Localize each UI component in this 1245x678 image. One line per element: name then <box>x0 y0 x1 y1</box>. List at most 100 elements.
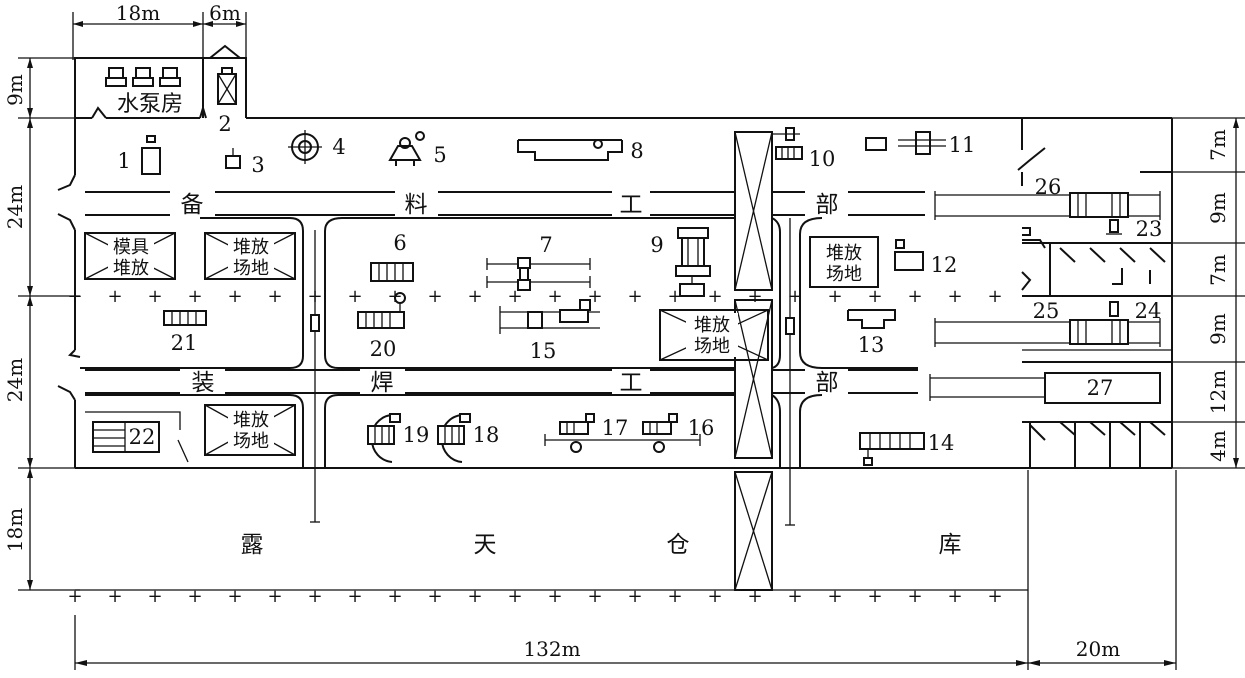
equipment-label-25: 25 <box>1033 299 1060 323</box>
equipment-label-15: 15 <box>530 339 557 363</box>
dim-18m-left: 18m <box>3 508 27 552</box>
grid-plus-mark: + <box>227 286 242 307</box>
grid-plus-mark: + <box>947 286 962 307</box>
equipment-label-3: 3 <box>251 153 264 177</box>
equipment-label-19: 19 <box>403 423 430 447</box>
equipment-label-7: 7 <box>539 233 552 257</box>
grid-plus-mark: + <box>987 286 1002 307</box>
equipment-label-4: 4 <box>332 135 345 159</box>
yard-char-3: 仓 <box>667 532 690 558</box>
dim-20m-bottom: 20m <box>1076 637 1120 661</box>
dim-18m-top: 18m <box>116 1 160 25</box>
grid-plus-mark: + <box>347 286 362 307</box>
prep-char-4: 部 <box>816 192 839 218</box>
grid-plus-mark: + <box>507 586 522 607</box>
equipment-10-icon <box>772 127 803 160</box>
grid-plus-mark: + <box>427 586 442 607</box>
dimension-arrows <box>27 21 1239 666</box>
dim-24m-left-b: 24m <box>3 358 27 402</box>
grid-plus-mark: + <box>107 586 122 607</box>
grid-plus-mark: + <box>867 286 882 307</box>
stack-area-1: 堆放 场地 <box>204 232 296 280</box>
stack-area-4-label-1: 堆放 <box>233 410 269 431</box>
dim-9m-left: 9m <box>3 74 27 106</box>
prep-char-1: 备 <box>181 192 204 218</box>
grid-plus-mark: + <box>907 586 922 607</box>
dim-12m-right: 12m <box>1206 370 1230 414</box>
transformer-icon <box>217 67 237 105</box>
equipment-21-icon <box>163 310 207 326</box>
stack-area-3-label-1: 堆放 <box>694 315 730 336</box>
dim-7m-right-b: 7m <box>1206 254 1230 286</box>
grid-plus-mark: + <box>947 586 962 607</box>
grid-plus-mark: + <box>627 586 642 607</box>
grid-plus-mark: + <box>507 286 522 307</box>
equipment-8-icon <box>517 139 623 161</box>
dim-4m-right: 4m <box>1206 430 1230 462</box>
grid-plus-mark: + <box>627 286 642 307</box>
stack-area-2-label-2: 场地 <box>826 264 862 285</box>
equipment-label-8: 8 <box>630 139 643 163</box>
grid-plus-mark: + <box>747 586 762 607</box>
grid-plus-mark: + <box>827 586 842 607</box>
stack-area-3-label-2: 场地 <box>694 336 730 357</box>
yard-char-2: 天 <box>474 532 497 558</box>
equipment-label-2: 2 <box>218 112 231 136</box>
grid-plus-mark: + <box>347 586 362 607</box>
grid-plus-mark: + <box>227 586 242 607</box>
mold-storage-label-2: 堆放 <box>113 258 149 279</box>
equipment-1-icon <box>141 135 161 175</box>
prep-char-2: 料 <box>405 192 428 218</box>
equipment-label-23: 23 <box>1136 217 1163 241</box>
dim-132m-bottom: 132m <box>523 637 580 661</box>
grid-plus-mark: + <box>587 286 602 307</box>
equipment-label-12: 12 <box>931 253 958 277</box>
equipment-label-24: 24 <box>1135 299 1162 323</box>
dim-7m-right-a: 7m <box>1206 129 1230 161</box>
grid-plus-mark: + <box>147 586 162 607</box>
equipment-22-icon <box>85 411 189 463</box>
stack-area-2: 堆放 场地 <box>809 236 879 288</box>
equipment-label-27: 27 <box>1087 376 1114 400</box>
dim-24m-left-a: 24m <box>3 185 27 229</box>
mold-storage-area: 模具 堆放 <box>84 232 176 280</box>
grid-plus-mark: + <box>67 286 82 307</box>
equipment-label-20: 20 <box>370 337 397 361</box>
transfer-cart-track <box>734 131 773 591</box>
equipment-13-icon <box>847 309 896 329</box>
equipment-label-21: 21 <box>171 331 198 355</box>
stack-area-2-label-1: 堆放 <box>826 243 862 264</box>
grid-plus-mark: + <box>187 586 202 607</box>
equipment-15-icon <box>499 299 600 334</box>
grid-plus-mark: + <box>747 286 762 307</box>
equipment-20-icon <box>357 292 406 329</box>
grid-plus-mark: + <box>427 286 442 307</box>
stack-area-1-label-2: 场地 <box>233 258 269 279</box>
grid-plus-mark: + <box>107 286 122 307</box>
grid-plus-mark: + <box>587 586 602 607</box>
stack-area-4-label-2: 场地 <box>233 431 269 452</box>
equipment-12-icon <box>894 239 924 271</box>
dim-9m-right-b: 9m <box>1206 313 1230 345</box>
equipment-label-26: 26 <box>1035 175 1062 199</box>
grid-plus-mark: + <box>827 286 842 307</box>
grid-plus-mark: + <box>907 286 922 307</box>
asm-char-4: 部 <box>816 370 839 396</box>
equipment-label-1: 1 <box>117 149 130 173</box>
equipment-label-13: 13 <box>858 333 885 357</box>
equipment-9-icon <box>675 227 711 297</box>
stack-area-4: 堆放 场地 <box>204 404 296 456</box>
grid-plus-mark: + <box>787 586 802 607</box>
stack-area-1-label-1: 堆放 <box>233 237 269 258</box>
equipment-label-17: 17 <box>602 416 629 440</box>
equipment-label-18: 18 <box>473 423 500 447</box>
grid-plus-mark: + <box>547 286 562 307</box>
column-grid-marks-row2: ++++++++++++++++++++++++ <box>67 586 1002 607</box>
dim-6m-top: 6m <box>209 1 241 25</box>
yard-char-1: 露 <box>241 532 264 558</box>
pump-icon <box>105 67 181 87</box>
grid-plus-mark: + <box>267 586 282 607</box>
grid-plus-mark: + <box>267 286 282 307</box>
equipment-4-icon <box>288 130 322 164</box>
